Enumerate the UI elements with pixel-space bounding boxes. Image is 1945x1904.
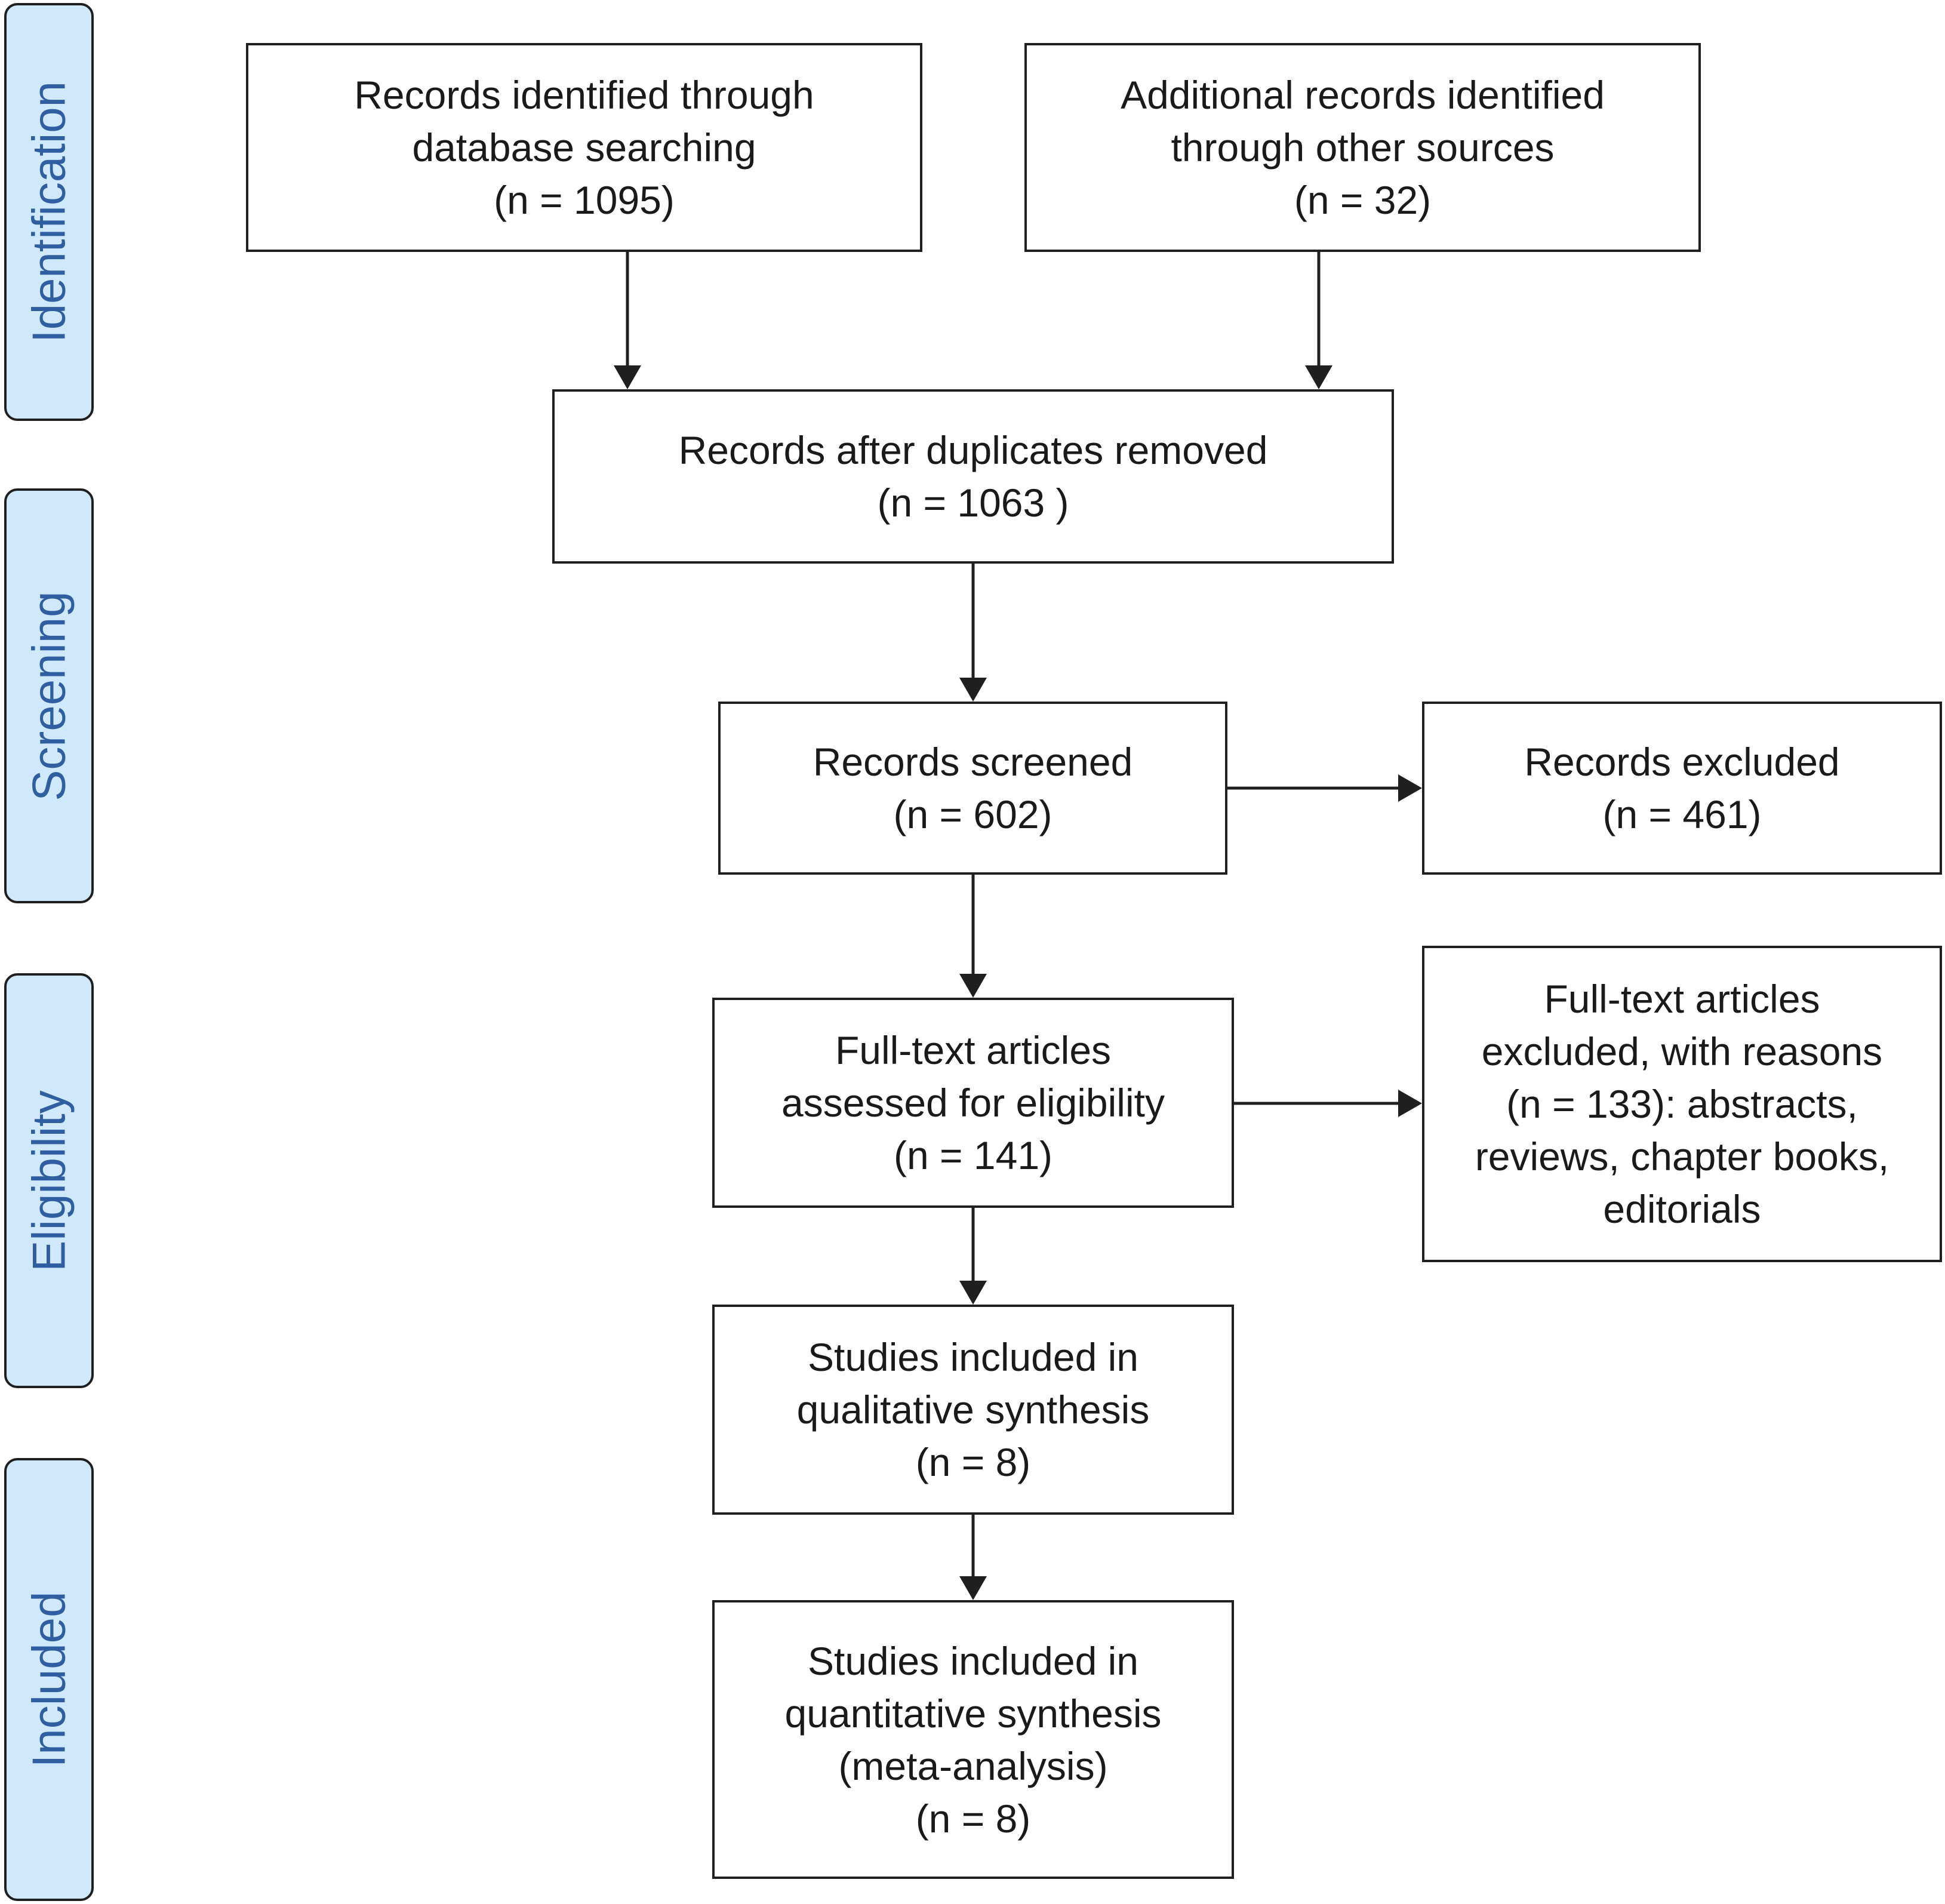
- box-line: (n = 1095): [494, 178, 675, 222]
- arrow-database-to-duplicates: [614, 252, 641, 389]
- box-line: assessed for eligibility: [781, 1081, 1165, 1125]
- arrow-qualitative-to-quantitative: [959, 1515, 987, 1600]
- box-line: reviews, chapter books,: [1475, 1134, 1889, 1179]
- box-line: qualitative synthesis: [796, 1388, 1150, 1432]
- box-fulltext-assessed: Full-text articles assessed for eligibil…: [712, 998, 1234, 1208]
- phase-eligibility: Eligibility: [4, 973, 94, 1388]
- arrow-fulltext-to-qualitative: [959, 1208, 987, 1305]
- box-line: (meta-analysis): [838, 1743, 1108, 1788]
- phase-identification: Identification: [4, 3, 94, 421]
- box-line: (n = 133): abstracts,: [1506, 1082, 1858, 1126]
- box-records-screened: Records screened (n = 602): [718, 702, 1227, 875]
- arrow-screened-to-fulltext: [959, 875, 987, 998]
- arrow-fulltext-to-excluded: [1234, 1090, 1422, 1117]
- arrow-duplicates-to-screened: [959, 564, 987, 702]
- box-qualitative-synthesis: Studies included in qualitative synthesi…: [712, 1305, 1234, 1515]
- box-quantitative-synthesis: Studies included in quantitative synthes…: [712, 1600, 1234, 1879]
- box-line: (n = 602): [893, 792, 1052, 836]
- box-line: (n = 461): [1602, 792, 1762, 836]
- box-line: (n = 8): [915, 1796, 1031, 1841]
- box-line: Records excluded: [1524, 740, 1840, 784]
- box-line: Studies included in: [807, 1638, 1139, 1683]
- box-line: (n = 8): [915, 1440, 1031, 1484]
- box-line: Studies included in: [807, 1335, 1139, 1379]
- box-line: (n = 1063 ): [877, 481, 1069, 525]
- arrow-screened-to-excluded: [1227, 774, 1422, 802]
- box-records-excluded: Records excluded (n = 461): [1422, 702, 1942, 875]
- box-line: Additional records identified: [1121, 73, 1605, 117]
- box-line: Full-text articles: [835, 1028, 1112, 1072]
- box-line: through other sources: [1171, 125, 1555, 170]
- arrow-other-to-duplicates: [1305, 252, 1332, 389]
- box-line: Records screened: [813, 740, 1133, 784]
- box-line: excluded, with reasons: [1481, 1029, 1883, 1074]
- box-line: (n = 32): [1294, 178, 1432, 222]
- box-line: database searching: [412, 125, 756, 170]
- box-line: Full-text articles: [1544, 977, 1820, 1021]
- box-other-records: Additional records identified through ot…: [1024, 43, 1701, 252]
- box-line: Records identified through: [354, 73, 814, 117]
- box-database-records: Records identified through database sear…: [246, 43, 922, 252]
- box-line: quantitative synthesis: [784, 1691, 1162, 1736]
- box-line: editorials: [1603, 1187, 1761, 1231]
- phase-screening: Screening: [4, 488, 94, 903]
- box-fulltext-excluded: Full-text articles excluded, with reason…: [1422, 946, 1942, 1262]
- box-duplicates-removed: Records after duplicates removed (n = 10…: [552, 389, 1394, 564]
- phase-included: Included: [4, 1458, 94, 1901]
- box-line: (n = 141): [894, 1133, 1052, 1177]
- box-line: Records after duplicates removed: [678, 428, 1268, 472]
